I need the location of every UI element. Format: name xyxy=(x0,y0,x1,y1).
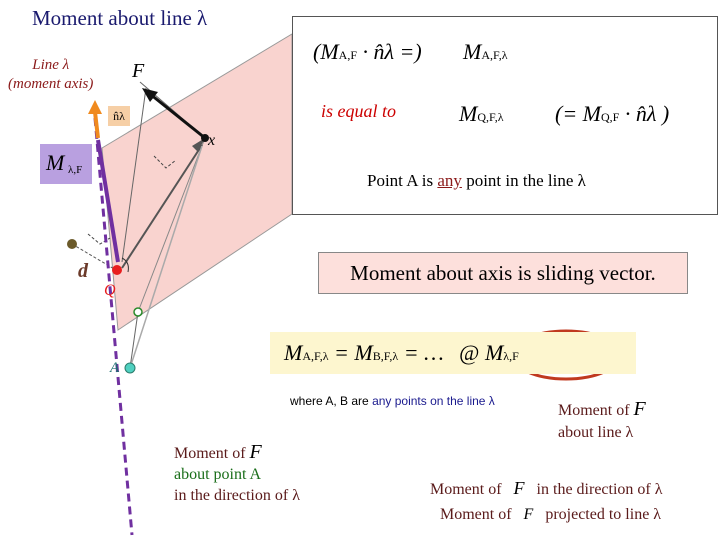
force-vector xyxy=(149,92,206,140)
eq-mid-left-sub: Q,F,λ xyxy=(477,110,504,124)
position-vector-q xyxy=(121,144,203,269)
equation-box: (MA,F · n̂λ =) MA,F,λ is equal to MQ,F,λ… xyxy=(292,16,718,215)
moment-vector-box: M λ,F xyxy=(40,144,92,184)
axis-line xyxy=(93,117,134,536)
point-a-label: A xyxy=(110,360,120,376)
point-text-before: Point A is xyxy=(367,171,434,190)
note-left: Moment of F about point A in the directi… xyxy=(174,442,300,506)
note-bottom-row2-a: Moment of xyxy=(440,506,512,523)
sliding-vector-note: Moment about axis is sliding vector. xyxy=(318,252,688,294)
distance-label: d xyxy=(78,260,88,282)
eq-m1: M xyxy=(284,340,303,365)
moment-vector-label: M xyxy=(46,150,65,175)
eq-mid-left: MQ,F,λ xyxy=(459,101,504,127)
is-equal-to: is equal to xyxy=(321,101,396,121)
point-x-label: x xyxy=(208,132,216,149)
force-label: F xyxy=(132,60,145,82)
note-bottom-row1-f: F xyxy=(513,478,525,498)
axis-label-line2: (moment axis) xyxy=(8,76,94,92)
note-bottom-row1-a: Moment of xyxy=(430,481,502,498)
note-left-line1: Moment of xyxy=(174,445,246,462)
point-x xyxy=(201,134,209,142)
eq-m3-sub: λ,F xyxy=(503,349,519,363)
note-bottom-row2: Moment of F projected to line λ xyxy=(440,506,661,524)
where-note: where A, B are any points on the line λ xyxy=(290,394,495,408)
point-text-any: any xyxy=(437,171,462,190)
position-arrowhead xyxy=(192,138,205,152)
moment-vector-sub: λ,F xyxy=(68,164,83,176)
eq-mid-right: (= MQ,F · n̂λ ) xyxy=(555,101,669,127)
construction-line xyxy=(129,311,139,369)
eq-m1-sub: A,F,λ xyxy=(302,349,329,363)
point-text-after: point in the line λ xyxy=(466,171,586,190)
eq-mid-right-tail: · n̂λ ) xyxy=(624,101,670,126)
note-bottom-row2-f: F xyxy=(523,506,534,523)
construction-line xyxy=(137,137,206,313)
angle-arc xyxy=(121,257,129,273)
axis-label: Line λ (moment axis) xyxy=(8,56,93,94)
note-right-f: F xyxy=(633,398,646,420)
point-text: Point A is any point in the line λ xyxy=(367,171,586,191)
note-bottom-row1: Moment of F in the direction of λ xyxy=(430,478,663,499)
eq-top-right: MA,F,λ xyxy=(463,39,508,65)
unit-vector xyxy=(93,111,100,139)
construction-line xyxy=(121,87,147,263)
note-bottom-row2-b: projected to line λ xyxy=(545,506,662,523)
note-right-line2: about line λ xyxy=(558,424,634,441)
eq-mid-left-m: M xyxy=(459,101,478,126)
point-q xyxy=(112,265,122,275)
eq-at: @ xyxy=(459,340,480,365)
eq-top-dot: · n̂λ =) xyxy=(362,39,422,64)
note-right: Moment of F about line λ xyxy=(558,398,646,444)
point-c xyxy=(133,307,143,317)
eq-m3: M xyxy=(484,340,504,365)
where-note-prefix: where A, B are xyxy=(290,394,369,408)
where-note-highlight: any points on the line λ xyxy=(372,394,495,408)
unit-vector-label: n̂λ xyxy=(108,106,130,126)
eq-dots: = … xyxy=(403,340,444,365)
page-title: Moment about line λ xyxy=(32,6,208,30)
moment-vector xyxy=(96,139,120,263)
point-a xyxy=(124,362,136,374)
equality-expression: MA,F,λ = MB,F,λ = … @ Mλ,F xyxy=(284,340,519,366)
eq-top-left: (MA,F · n̂λ =) xyxy=(313,39,422,65)
note-left-line3: in the direction of λ xyxy=(174,487,300,504)
position-vector-a xyxy=(129,145,203,369)
eq-top-right-m: M xyxy=(463,39,482,64)
unit-arrowhead xyxy=(88,100,102,114)
eq-top-left-sub: A,F xyxy=(338,48,357,62)
eq-mid-right-m: (= M xyxy=(555,101,601,126)
axis-label-line1: Line λ xyxy=(32,57,70,73)
right-angle-mark xyxy=(87,233,111,245)
eq-top-right-sub: A,F,λ xyxy=(481,48,508,62)
note-left-f: F xyxy=(249,441,262,463)
right-angle-mark xyxy=(153,155,177,169)
eq-m2-sub: B,F,λ xyxy=(372,349,399,363)
eq-mid-right-sub: Q,F xyxy=(601,110,620,124)
note-bottom-row1-b: in the direction of λ xyxy=(536,481,663,498)
equality-band: MA,F,λ = MB,F,λ = … @ Mλ,F xyxy=(270,332,636,374)
plane xyxy=(101,33,293,331)
eq-m2: = M xyxy=(334,340,373,365)
point-p xyxy=(67,239,77,249)
eq-top-left-m: (M xyxy=(313,39,339,64)
force-arrowhead xyxy=(142,88,158,102)
note-left-line2: about point A xyxy=(174,466,262,483)
note-right-line1: Moment of xyxy=(558,402,630,419)
point-q-label: Q xyxy=(104,282,116,299)
